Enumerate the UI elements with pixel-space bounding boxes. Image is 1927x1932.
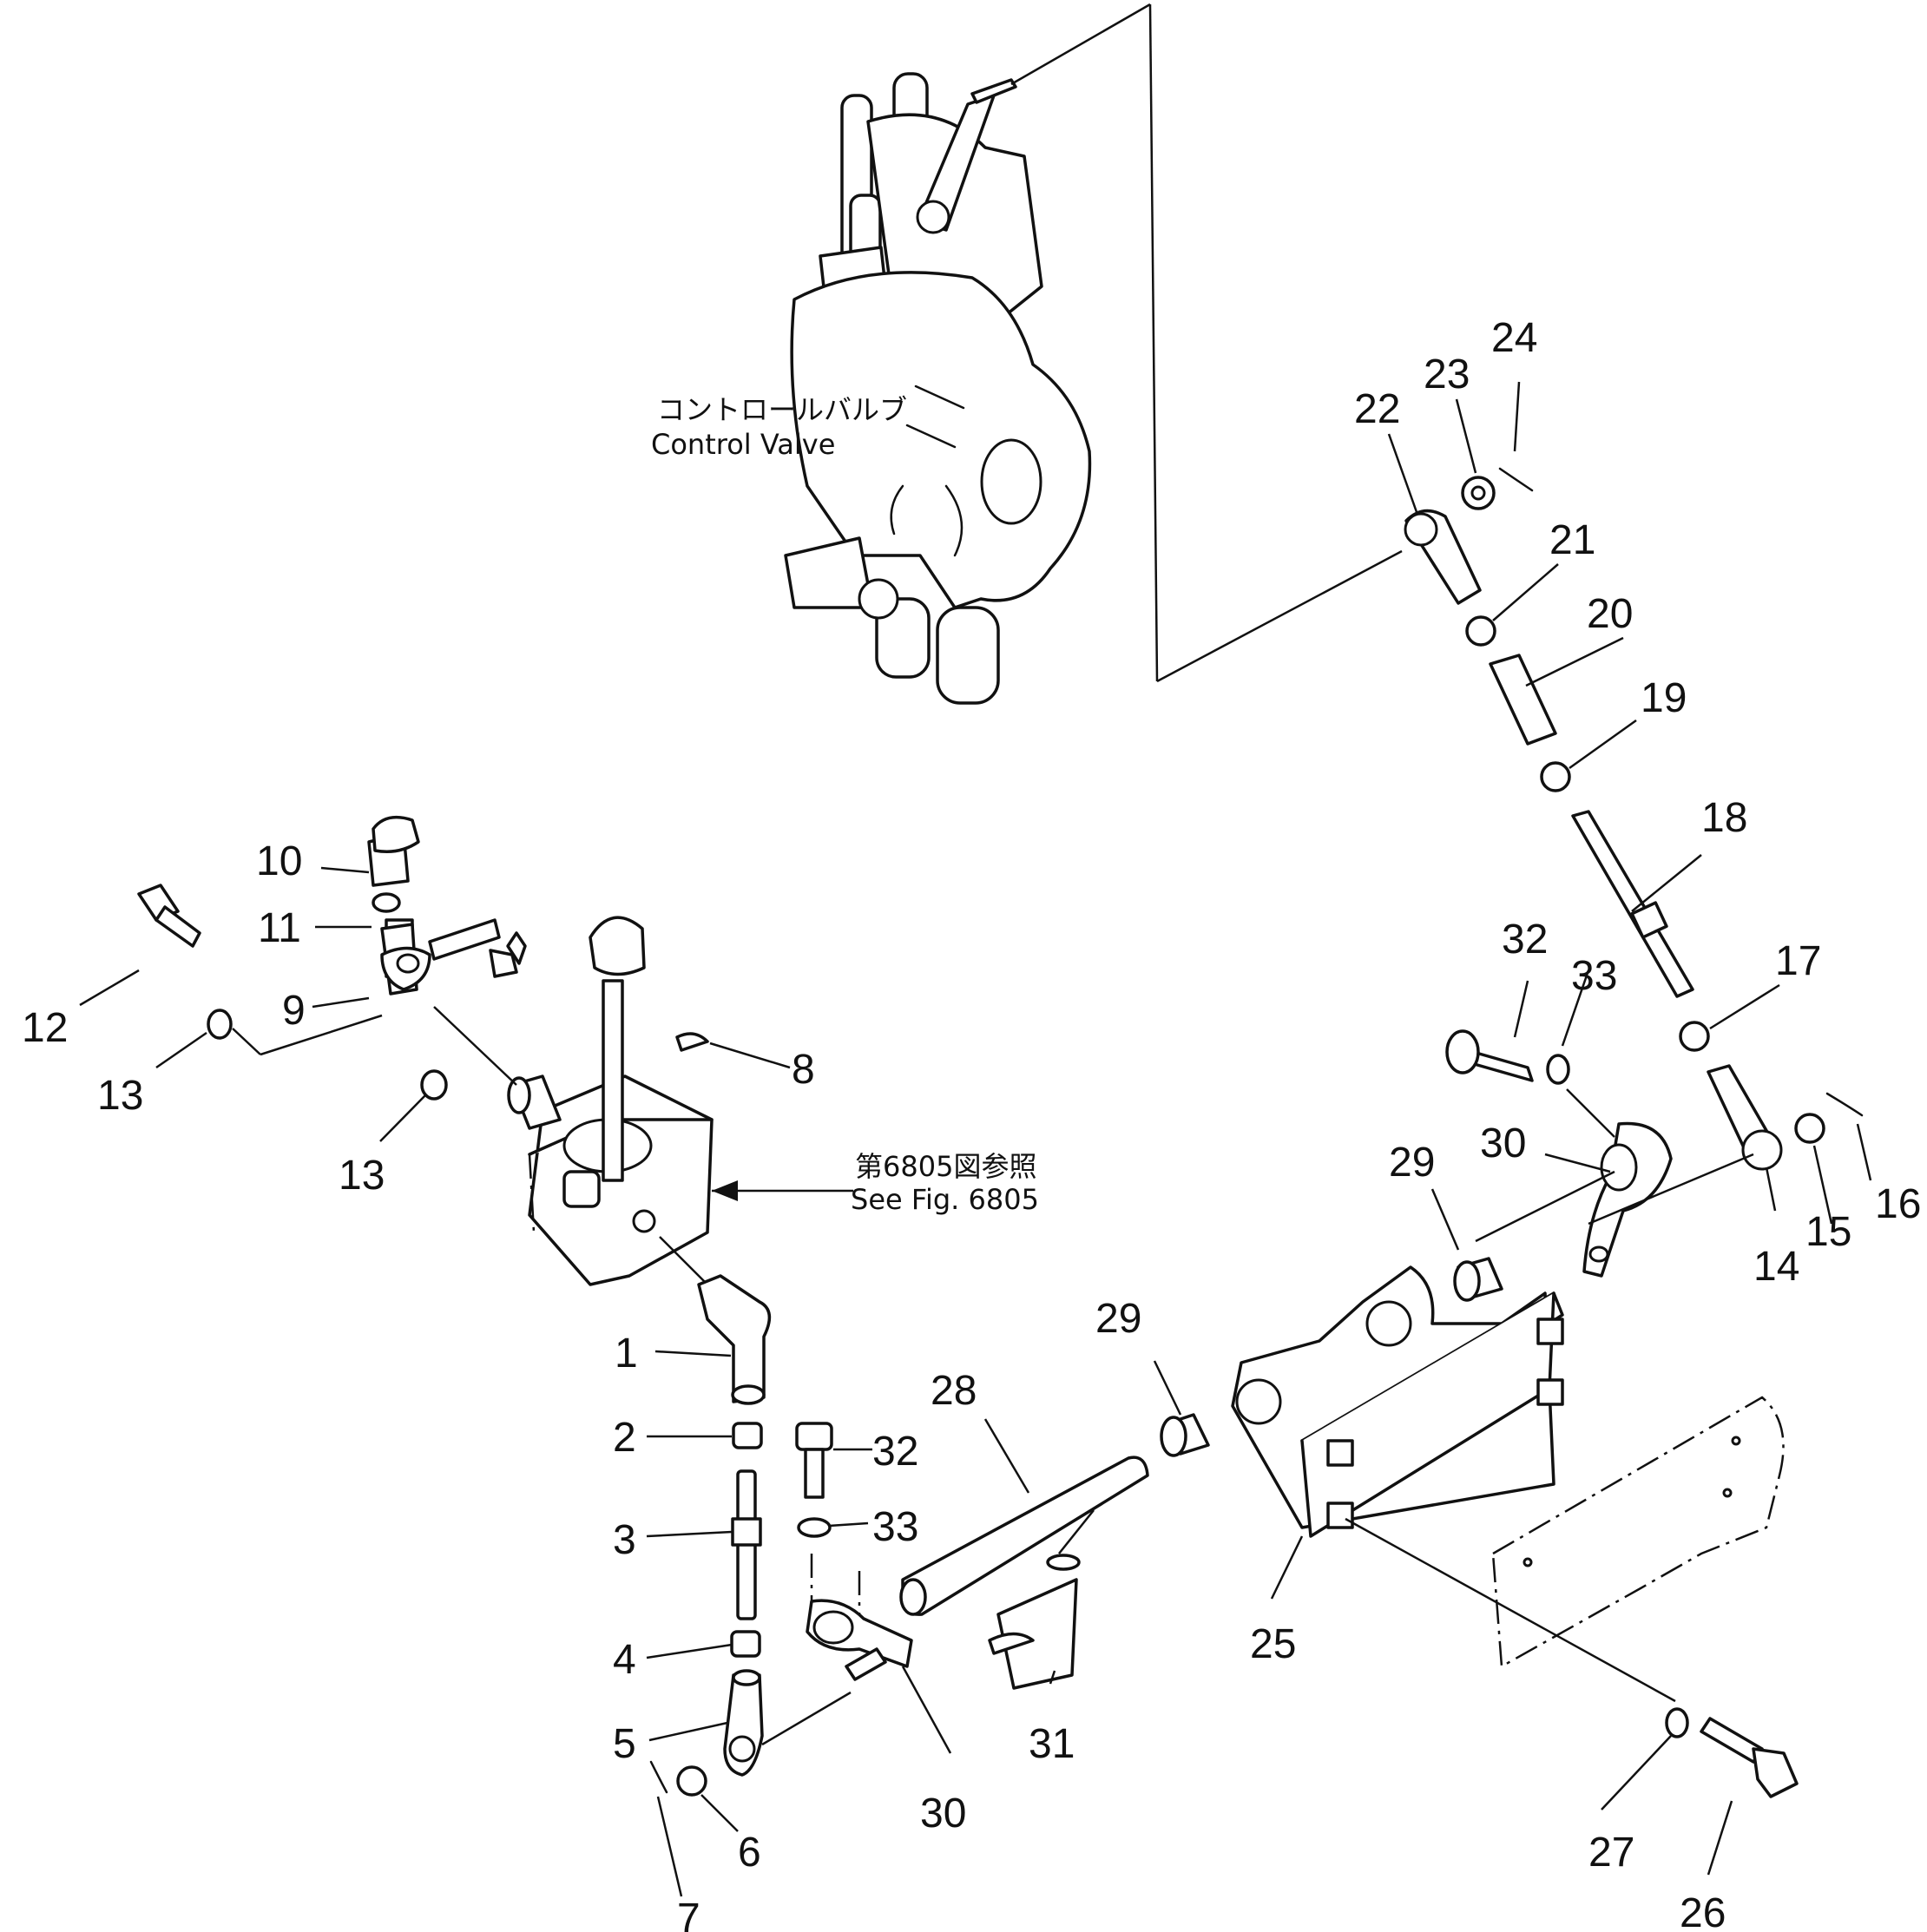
see-fig-arrow xyxy=(712,1180,738,1201)
callout-31: 31 xyxy=(1029,1721,1075,1767)
callout-13b: 13 xyxy=(339,1153,385,1199)
callout-10: 10 xyxy=(256,838,302,884)
callout-30b: 30 xyxy=(1480,1120,1526,1166)
callout-15: 15 xyxy=(1805,1209,1851,1255)
callout-7: 7 xyxy=(677,1896,700,1932)
callout-18: 18 xyxy=(1701,795,1747,841)
callout-8: 8 xyxy=(792,1047,815,1093)
callout-26: 26 xyxy=(1680,1890,1726,1932)
floor-plate-outline xyxy=(1491,1396,1785,1669)
callout-13a: 13 xyxy=(97,1073,143,1119)
callout-22: 22 xyxy=(1354,386,1400,432)
leader-lines xyxy=(79,381,1872,1897)
upper-rod-linkage xyxy=(1404,467,1864,1171)
callout-19: 19 xyxy=(1641,675,1687,721)
callout-20: 20 xyxy=(1587,591,1633,637)
lower-rod-linkage xyxy=(649,1274,852,1797)
control-valve-label-jp: コントロールバルブ xyxy=(657,393,907,426)
callout-32b: 32 xyxy=(1502,917,1548,963)
callout-32a: 32 xyxy=(872,1429,918,1475)
callout-30a: 30 xyxy=(920,1791,966,1837)
callout-33a: 33 xyxy=(872,1504,918,1550)
control-valve-label-en: Control Valve xyxy=(651,428,835,461)
clamp-assembly-9 xyxy=(137,815,527,1101)
callout-12: 12 xyxy=(22,1005,68,1051)
callout-2: 2 xyxy=(613,1415,636,1461)
callout-1: 1 xyxy=(615,1331,638,1377)
see-fig-label-en: See Fig. 6805 xyxy=(851,1183,1039,1216)
left-lever-assembly xyxy=(795,1422,913,1681)
callout-29b: 29 xyxy=(1389,1140,1435,1186)
callout-33b: 33 xyxy=(1571,953,1617,999)
callout-11: 11 xyxy=(258,905,301,951)
callout-28: 28 xyxy=(931,1368,977,1414)
callout-9: 9 xyxy=(282,988,306,1034)
see-fig-label-jp: 第6805図参照 xyxy=(855,1150,1036,1183)
shaft-28-plate-31 xyxy=(899,1456,1149,1690)
callout-25: 25 xyxy=(1250,1621,1296,1667)
callout-21: 21 xyxy=(1549,517,1595,563)
right-lever-assembly xyxy=(1445,1029,1754,1278)
lever-stand-assembly xyxy=(433,916,714,1286)
callout-27: 27 xyxy=(1588,1830,1634,1876)
callout-24: 24 xyxy=(1491,315,1537,361)
callout-6: 6 xyxy=(738,1830,761,1876)
callout-29a: 29 xyxy=(1095,1296,1141,1342)
callout-16: 16 xyxy=(1875,1181,1921,1227)
callout-4: 4 xyxy=(613,1637,636,1683)
callout-17: 17 xyxy=(1775,938,1821,984)
callout-5: 5 xyxy=(613,1721,636,1767)
callout-23: 23 xyxy=(1424,352,1470,398)
callout-numbers: 1 2 3 4 5 6 7 8 9 10 11 12 13 13 14 15 1… xyxy=(22,315,1921,1932)
bolt-26-washer-27 xyxy=(1665,1707,1799,1798)
control-valve-drawing xyxy=(784,3,1403,705)
bushings-29 xyxy=(1160,1257,1503,1457)
callout-3: 3 xyxy=(613,1517,636,1563)
callout-14: 14 xyxy=(1753,1244,1799,1290)
bracket-25 xyxy=(1231,1170,1676,1703)
